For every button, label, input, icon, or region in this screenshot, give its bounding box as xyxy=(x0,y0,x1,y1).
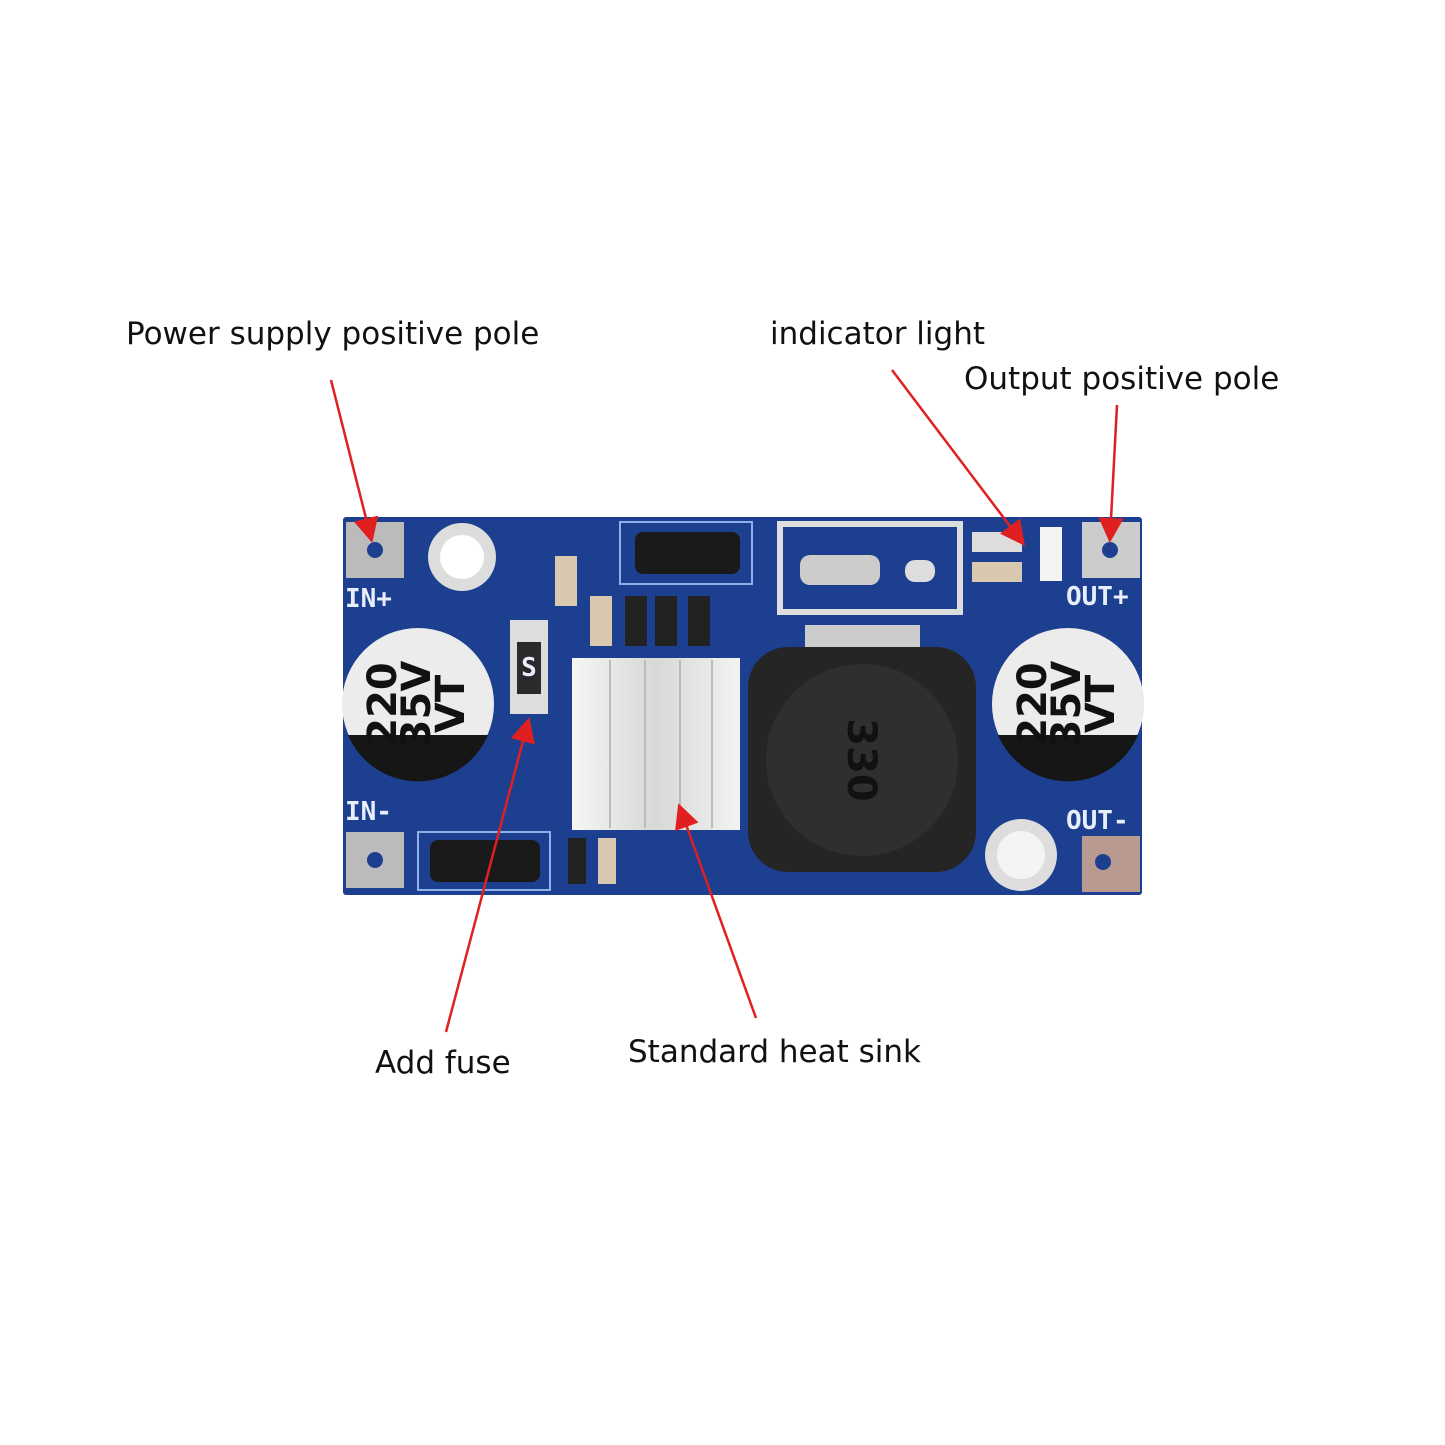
arrow-indicator xyxy=(891,369,1026,546)
cap-series: VT xyxy=(1078,674,1124,733)
label-indicator-light: indicator light xyxy=(770,316,986,352)
silk-in-plus: IN+ xyxy=(345,584,392,614)
out-minus-pad xyxy=(1082,836,1140,892)
arrow-output-positive xyxy=(1098,404,1124,543)
label-output-positive: Output positive pole xyxy=(964,361,1280,397)
label-power-positive: Power supply positive pole xyxy=(126,316,540,352)
heat-sink xyxy=(572,658,740,830)
silk-out-plus: OUT+ xyxy=(1066,582,1129,612)
output-capacitor: 220 35V VT xyxy=(992,628,1144,782)
cap-voltage: 35V xyxy=(1044,661,1090,748)
label-heat-sink: Standard heat sink xyxy=(628,1034,921,1070)
input-capacitor: 220 35V VT xyxy=(342,628,494,782)
indicator-led xyxy=(1040,527,1062,581)
cap-value: 220 xyxy=(1010,662,1056,746)
arrow-power-positive xyxy=(329,379,379,543)
inductor-value: 330 xyxy=(838,718,884,802)
fuse-mark: S xyxy=(521,653,537,683)
cap-voltage: 35V xyxy=(394,661,440,748)
pcb-board: S 330 220 35V VT 220 35V VT xyxy=(342,517,1144,895)
silk-in-minus: IN- xyxy=(345,797,392,827)
arrow-fuse xyxy=(444,717,535,1033)
silk-out-minus: OUT- xyxy=(1066,806,1129,836)
cap-value: 220 xyxy=(360,662,406,746)
label-add-fuse: Add fuse xyxy=(375,1045,511,1081)
arrow-heat-sink xyxy=(675,803,758,1019)
cap-series: VT xyxy=(428,674,474,733)
